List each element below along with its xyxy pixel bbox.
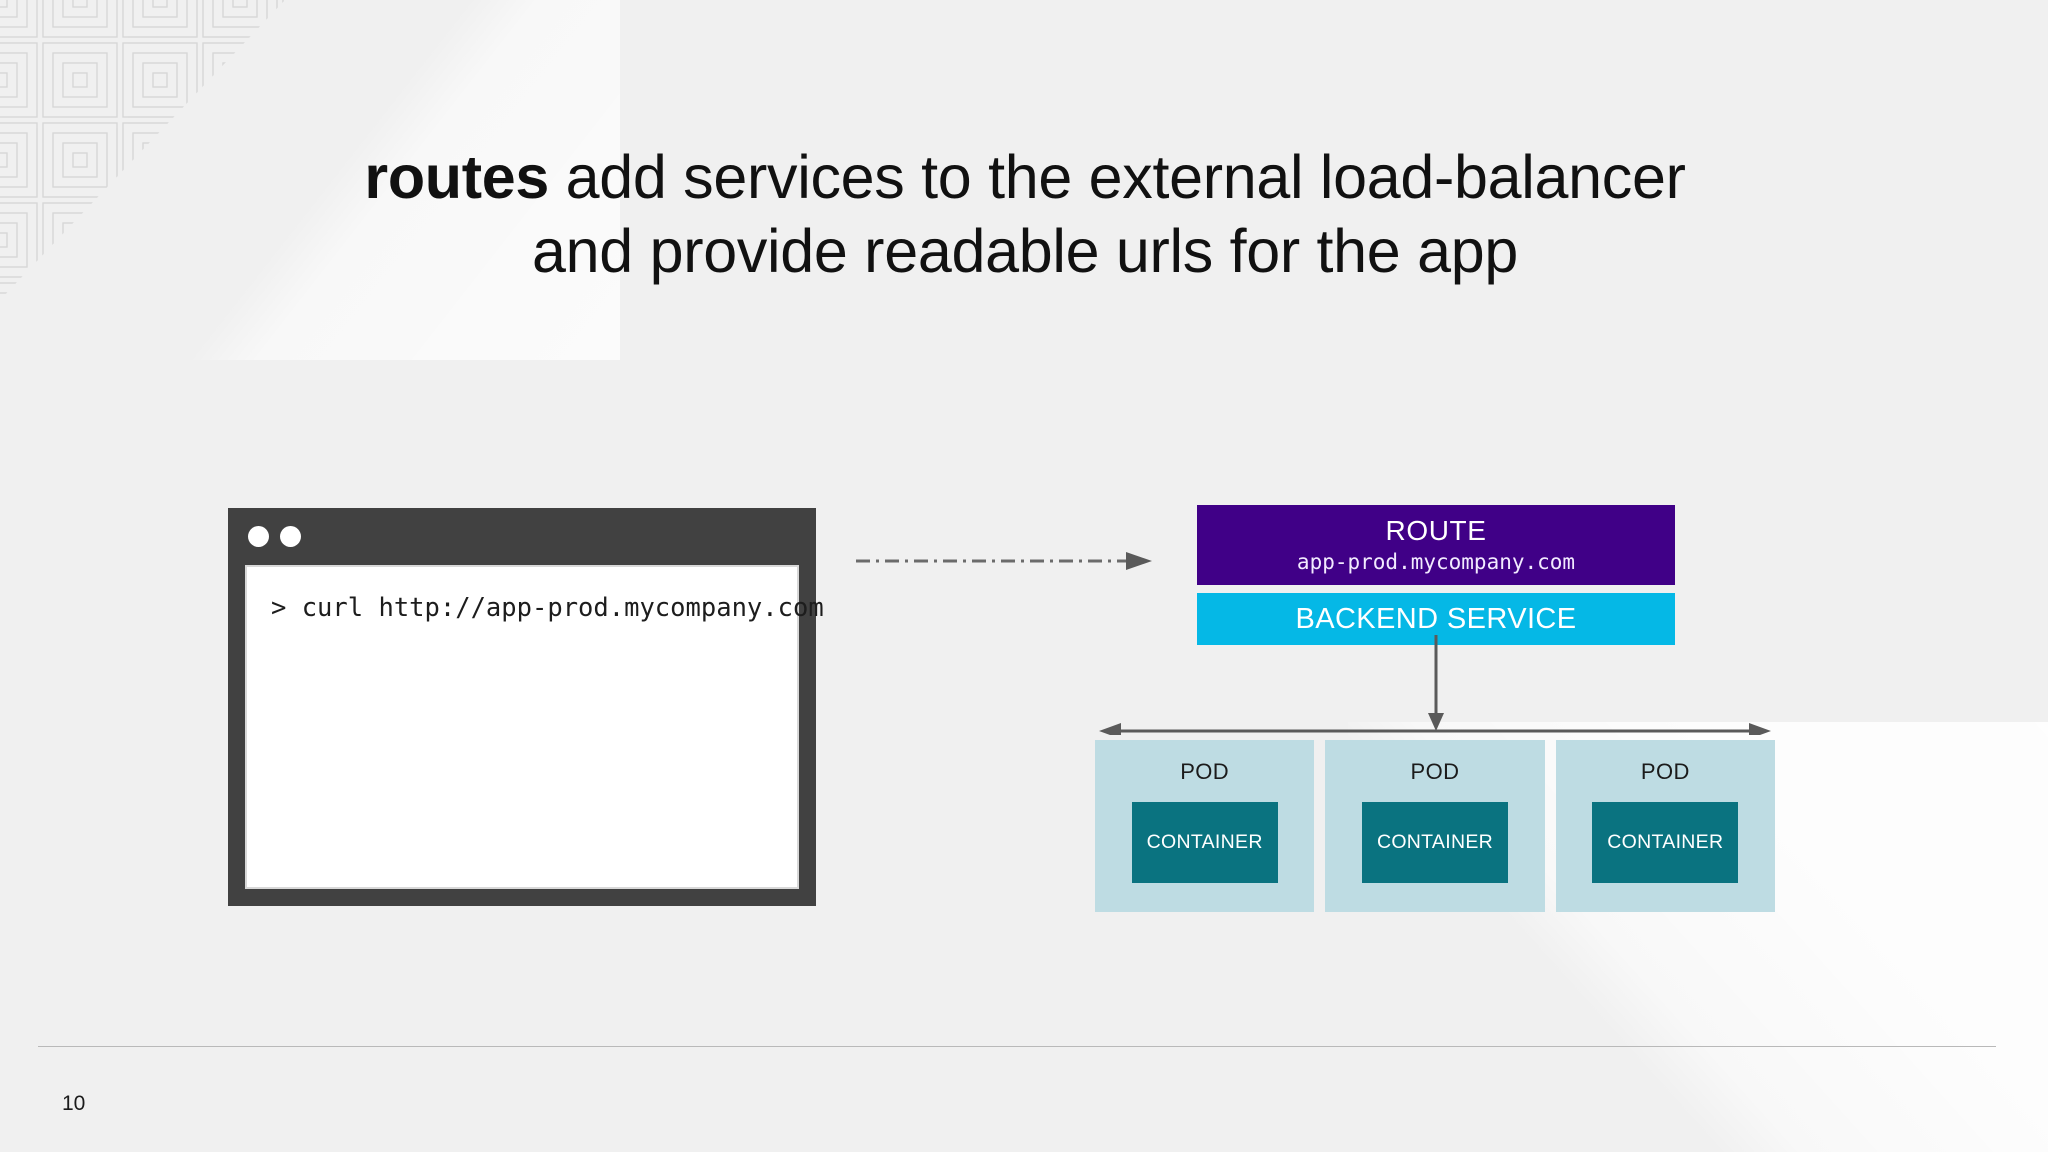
container-box-2: CONTAINER bbox=[1361, 802, 1508, 883]
pod-label-2: POD bbox=[1410, 759, 1460, 784]
window-dot-icon-2[interactable] bbox=[280, 526, 301, 547]
pod-box-1: POD CONTAINER bbox=[1095, 740, 1315, 912]
pod-label-3: POD bbox=[1640, 759, 1690, 784]
title-line2: and provide readable urls for the app bbox=[532, 217, 1518, 286]
title-rest-line1: add services to the external load-balanc… bbox=[549, 143, 1686, 211]
route-title-label: ROUTE bbox=[1385, 514, 1487, 546]
pod-box-2: POD CONTAINER bbox=[1325, 740, 1545, 912]
terminal-screen[interactable]: > curl http://app-prod.mycompany.com bbox=[245, 565, 824, 889]
pods-row: POD CONTAINER POD CONTAINER POD CONTAINE… bbox=[1095, 740, 1775, 912]
page-number: 10 bbox=[62, 1092, 86, 1115]
pod-box-3: POD CONTAINER bbox=[1555, 740, 1775, 912]
route-box: ROUTE app-prod.mycompany.com bbox=[1197, 505, 1675, 585]
architecture-diagram: ROUTE app-prod.mycompany.com BACKEND SER… bbox=[1095, 505, 1775, 915]
container-box-3: CONTAINER bbox=[1592, 802, 1739, 883]
terminal-command-line: > curl http://app-prod.mycompany.com bbox=[271, 593, 824, 623]
footer-divider bbox=[38, 1046, 1996, 1047]
pod-label-1: POD bbox=[1180, 759, 1230, 784]
container-box-1: CONTAINER bbox=[1131, 802, 1278, 883]
route-hostname-label: app-prod.mycompany.com bbox=[1296, 550, 1576, 575]
service-to-pods-arrows bbox=[1095, 635, 1775, 739]
title-bold-keyword: routes bbox=[364, 143, 550, 211]
backend-service-box: BACKEND SERVICE bbox=[1197, 593, 1675, 645]
terminal-title-bar bbox=[228, 508, 816, 565]
slide-title: routes add services to the external load… bbox=[120, 140, 1930, 289]
terminal-window: > curl http://app-prod.mycompany.com bbox=[228, 508, 824, 906]
window-dot-icon-1[interactable] bbox=[248, 526, 269, 547]
